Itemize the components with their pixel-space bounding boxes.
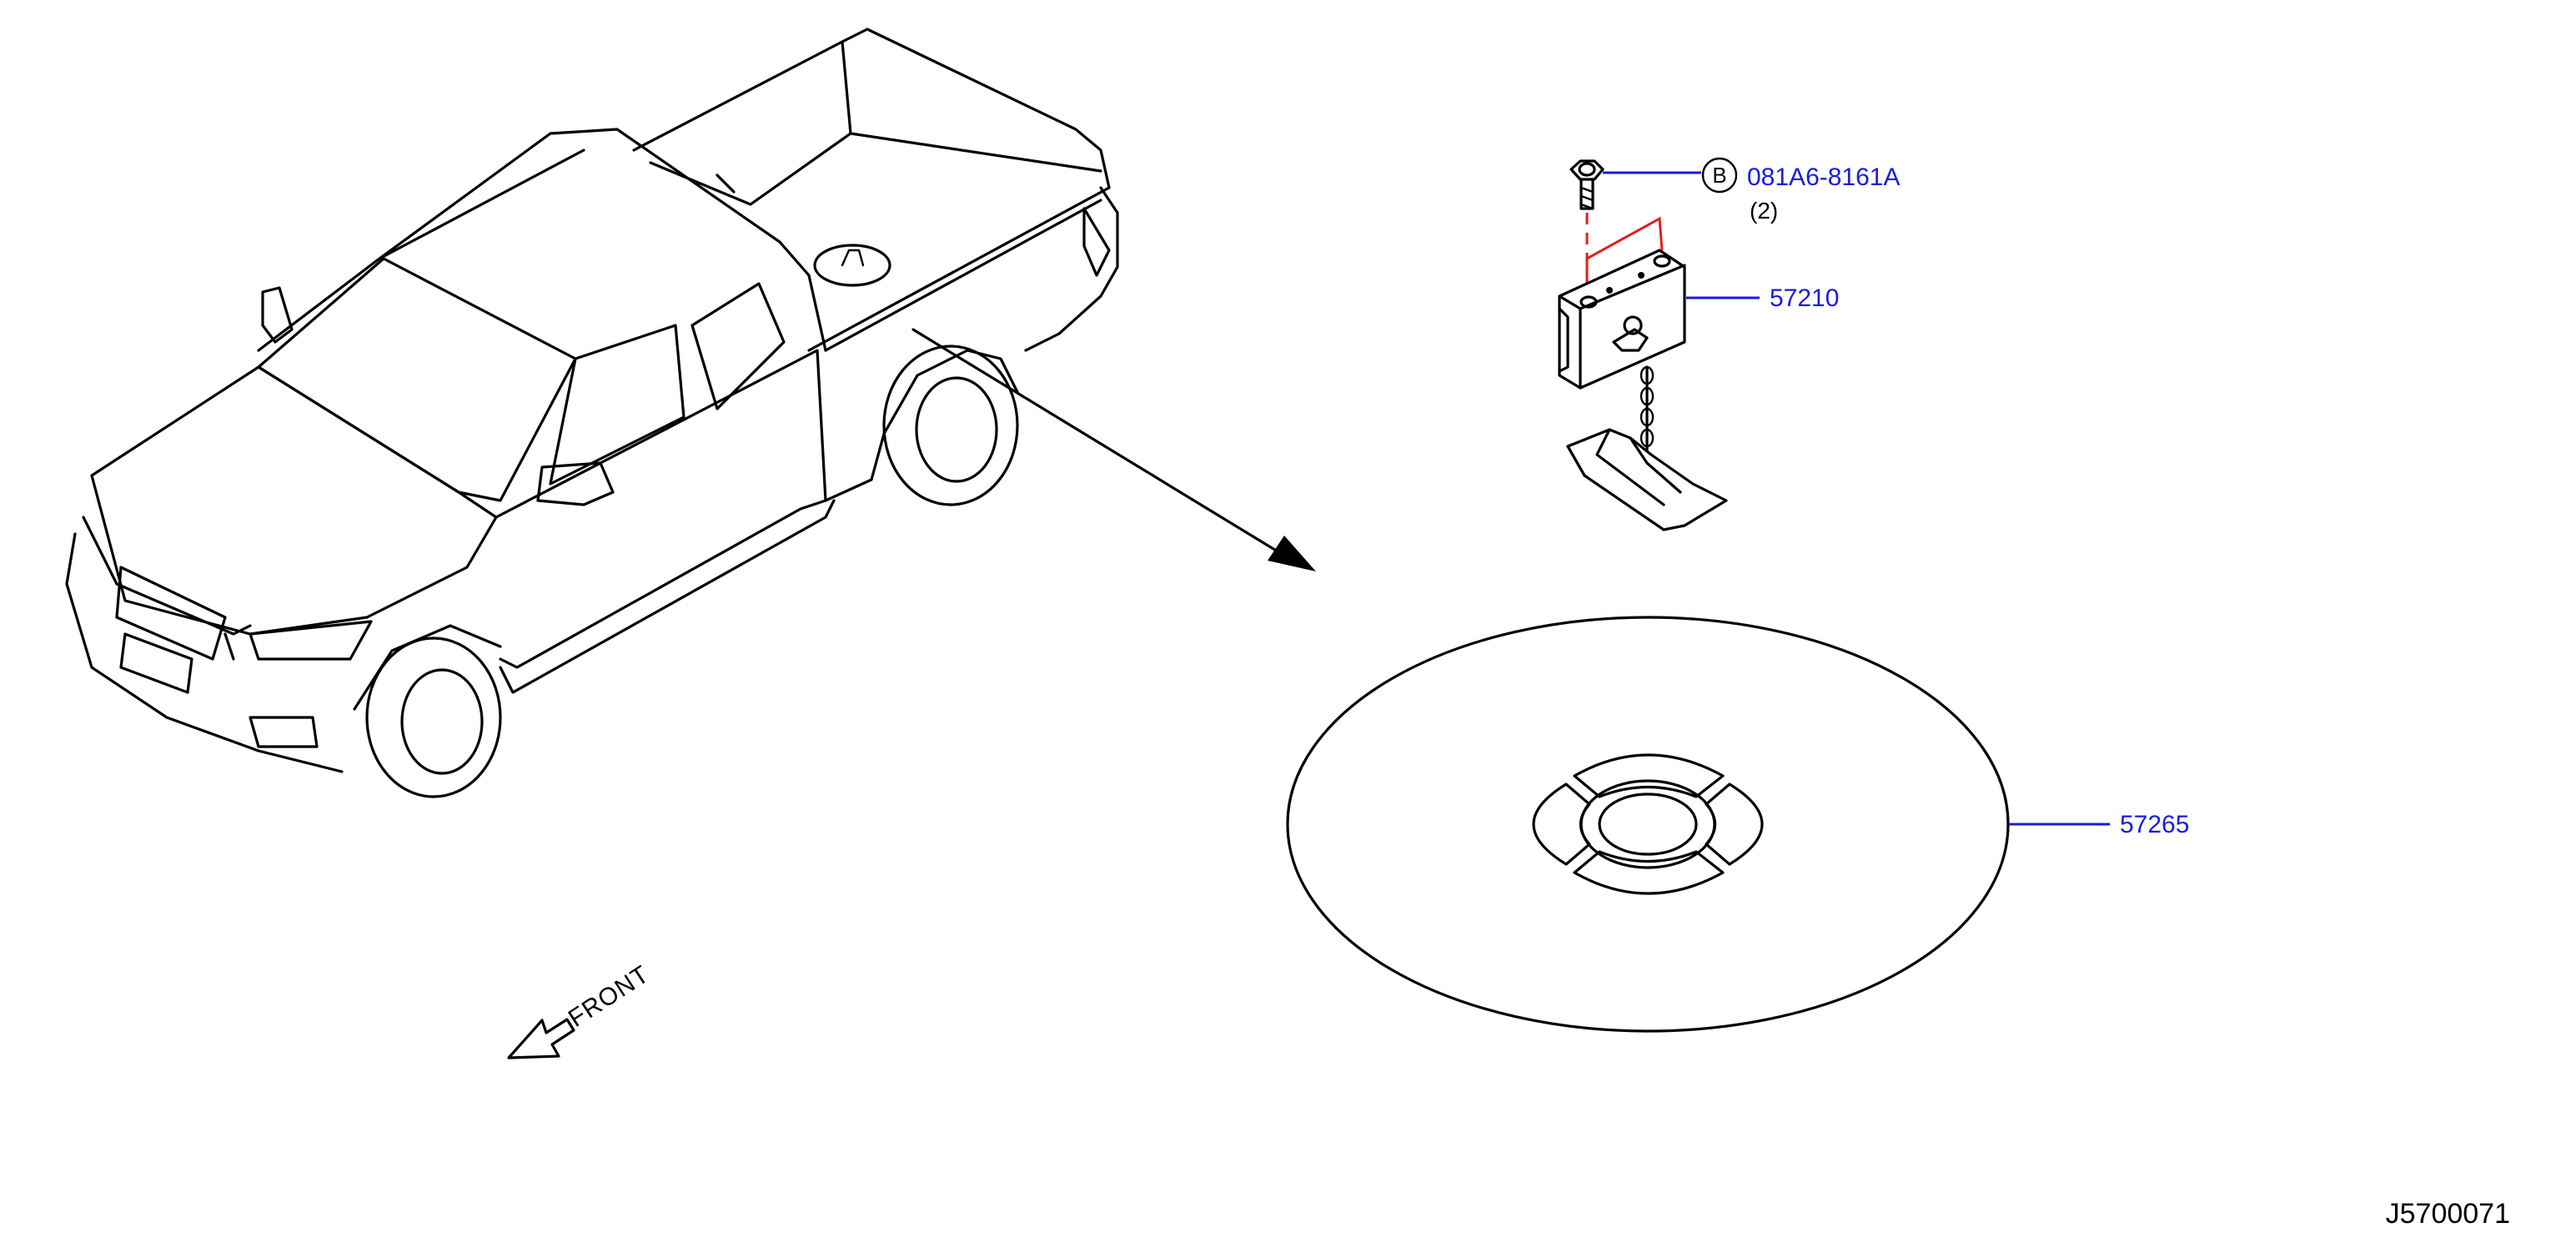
bolt-part-number: 081A6-8161A bbox=[1747, 164, 1901, 191]
pickup-truck-illustration bbox=[65, 28, 1119, 798]
diagram-reference-number: J5700071 bbox=[2386, 1198, 2510, 1230]
bolt-prefix-circle bbox=[1701, 157, 1738, 194]
installation-guide-lines bbox=[1585, 213, 1664, 292]
spare-tire-hanger-illustration bbox=[1558, 249, 1728, 531]
direction-arrow bbox=[911, 328, 1316, 571]
cover-part-number: 57265 bbox=[2120, 811, 2189, 838]
bolt-quantity: (2) bbox=[1750, 198, 1778, 224]
bolt-prefix: B bbox=[1712, 163, 1726, 188]
callout-bolt: B 081A6-8161A (2) bbox=[1603, 157, 1901, 224]
hanger-part-number: 57210 bbox=[1770, 284, 1839, 312]
bolt-illustration bbox=[1569, 159, 1604, 210]
callout-cover: 57265 bbox=[2009, 811, 2189, 838]
front-indicator: FRONT bbox=[507, 960, 655, 1059]
front-label: FRONT bbox=[564, 960, 655, 1033]
callout-hanger: 57210 bbox=[1686, 284, 1839, 312]
spare-tire-cover-illustration bbox=[1286, 616, 2010, 1033]
